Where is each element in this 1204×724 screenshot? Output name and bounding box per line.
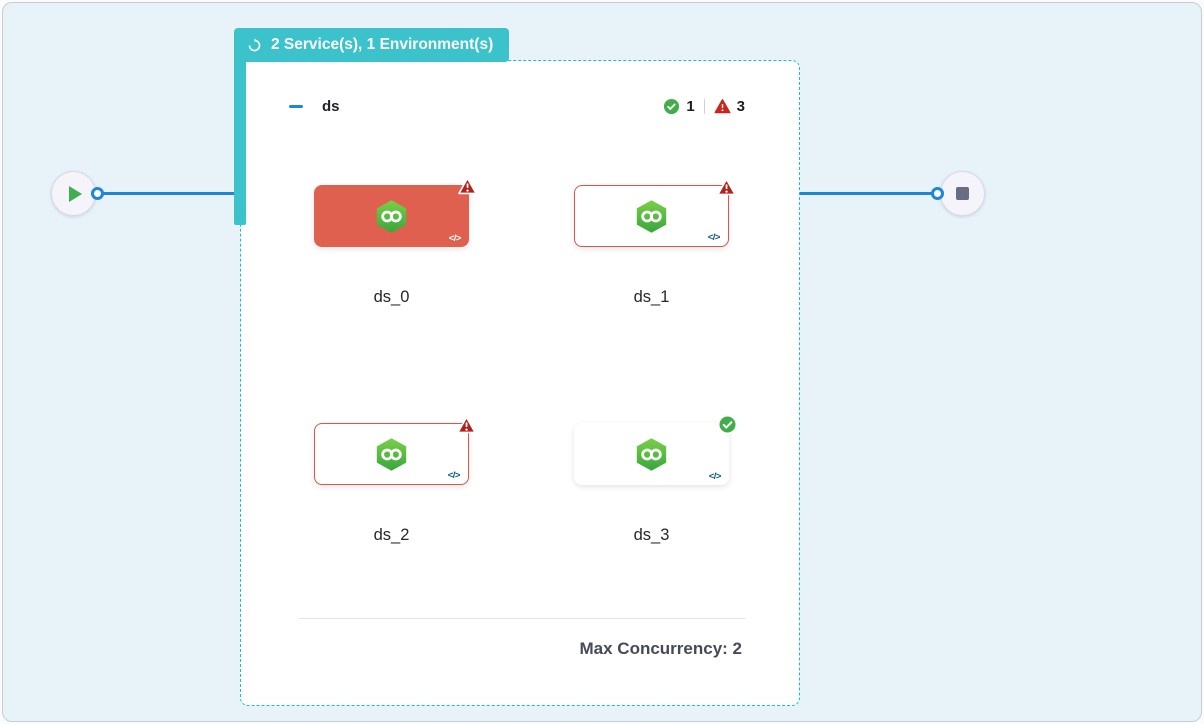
code-icon: </> [448,233,462,244]
end-node-in-port[interactable] [931,187,944,200]
warning-icon [716,177,737,198]
group-header: ds 1 [289,95,745,117]
minus-icon [289,104,303,108]
end-node[interactable] [940,171,985,216]
group-name: ds [322,97,340,115]
matrix-badge-label: 2 Service(s), 1 Environment(s) [271,36,494,53]
stop-icon [956,187,969,200]
code-icon: </> [707,232,721,243]
success-count-icon [663,98,680,115]
step-node-ds-1[interactable]: </> ds_1 [574,178,736,307]
group-footer-divider [299,618,745,619]
step-card: </> [574,414,738,485]
play-icon [69,185,82,202]
step-card: </> [574,178,736,247]
group-status: 1 3 [663,98,745,115]
step-label: ds_1 [633,288,670,306]
edge-start-to-group [99,192,241,195]
service-icon [633,436,670,473]
edge-group-to-end [797,192,937,195]
success-icon [717,414,738,435]
step-node-ds-3[interactable]: </> ds_3 [574,414,738,545]
warning-count: 3 [736,97,745,115]
warning-icon [456,415,477,436]
code-icon: </> [708,471,722,482]
group-accent-bar [234,48,246,225]
loop-icon [247,38,262,53]
step-node-ds-0[interactable]: </> ds_0 [314,177,477,307]
matrix-strategy-badge[interactable]: 2 Service(s), 1 Environment(s) [234,28,510,62]
status-separator [703,98,705,114]
warning-icon [457,176,478,197]
max-concurrency-label: Max Concurrency: 2 [579,639,743,658]
warning-count-icon [714,98,731,115]
step-card: </> [314,177,477,247]
service-icon [373,436,410,473]
step-label: ds_3 [633,526,670,544]
stage-group: ds 1 [240,60,800,706]
step-label: ds_2 [373,526,410,544]
code-icon: </> [447,470,461,481]
step-label: ds_0 [373,288,410,306]
service-icon [633,198,670,235]
step-node-ds-2[interactable]: </> ds_2 [314,416,476,545]
start-node[interactable] [51,171,96,216]
success-count: 1 [686,97,695,115]
service-icon [373,198,410,235]
collapse-button[interactable] [289,97,307,115]
start-node-out-port[interactable] [91,187,104,200]
step-card: </> [314,416,476,485]
